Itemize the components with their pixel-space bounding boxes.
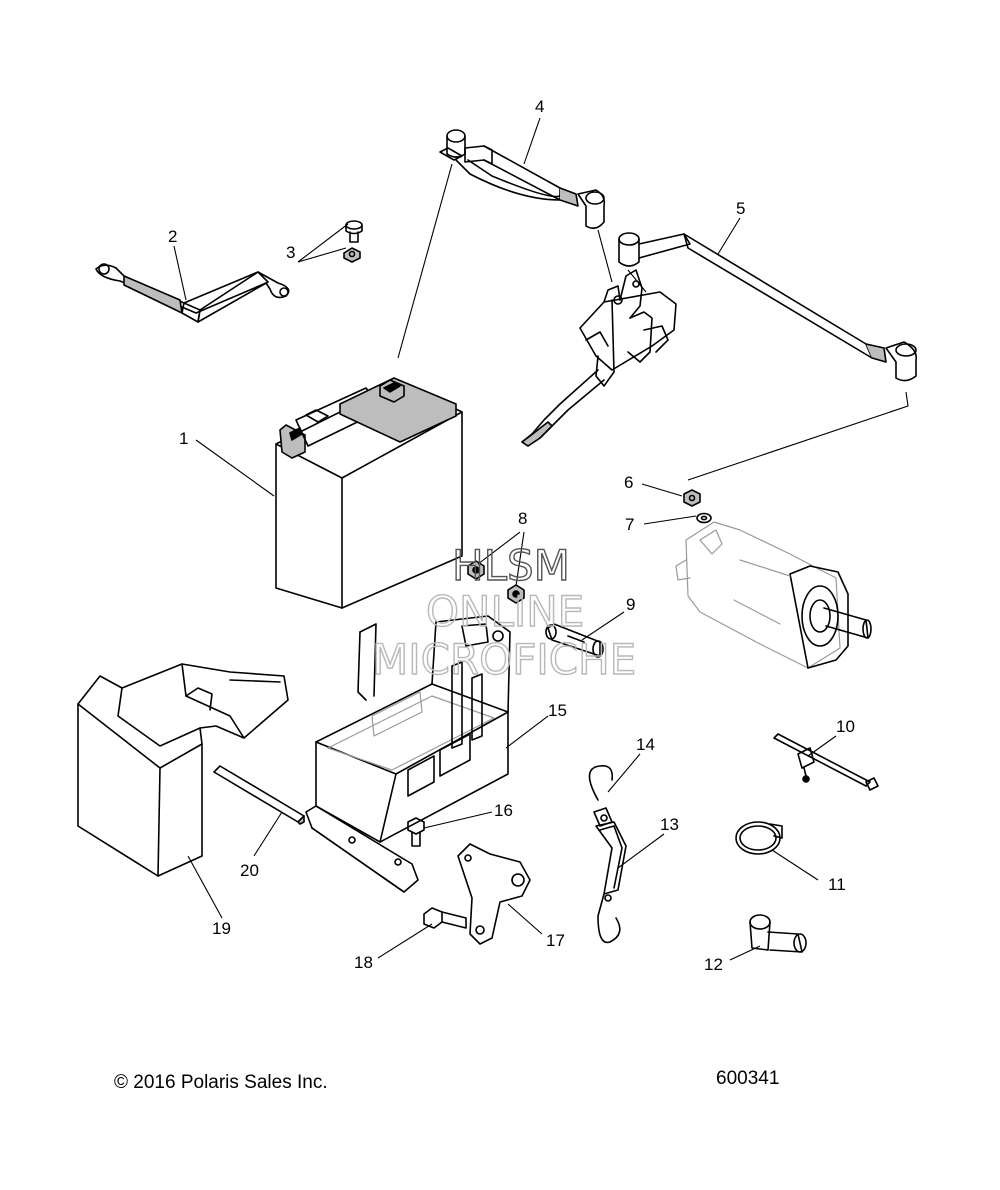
callout-8: 8 [518, 509, 527, 528]
callout-14: 14 [636, 735, 655, 754]
leader-5b [627, 269, 647, 293]
leader-5c [687, 391, 909, 481]
starter-motor [675, 521, 872, 669]
leader-10 [807, 735, 837, 757]
callout-2: 2 [168, 227, 177, 246]
leader-6 [641, 483, 683, 497]
callout-18: 18 [354, 953, 373, 972]
leader-4b [397, 163, 453, 359]
solenoid-assembly [521, 269, 677, 447]
callout-1: 1 [179, 429, 188, 448]
part-15-battery-tray [305, 615, 511, 893]
callout-5: 5 [736, 199, 745, 218]
watermark: HLSM ONLINE MICROFICHE [371, 540, 637, 684]
callout-15: 15 [548, 701, 567, 720]
callout-10: 10 [836, 717, 855, 736]
callout-20: 20 [240, 861, 259, 880]
leader-2 [173, 245, 187, 301]
leader-16 [423, 811, 493, 829]
part-17-bracket [457, 843, 531, 945]
part-11-clamp [735, 821, 783, 855]
part-7-washer [696, 512, 712, 524]
callout-11: 11 [828, 875, 846, 894]
callout-7: 7 [625, 515, 634, 534]
leader-15 [505, 715, 549, 749]
leader-11 [771, 849, 819, 881]
part-4-positive-cable [439, 129, 606, 230]
leader-20 [253, 811, 283, 857]
leader-4c [597, 229, 613, 283]
leader-7 [643, 515, 697, 525]
callout-3: 3 [286, 243, 295, 262]
part-20-strip [213, 765, 305, 825]
callout-labels: 1 2 3 4 5 6 7 8 9 10 11 12 13 14 15 16 1… [168, 97, 855, 974]
leader-lines [173, 117, 909, 961]
watermark-line-3: MICROFICHE [372, 635, 636, 684]
part-19-battery-cover [77, 663, 289, 877]
leader-8a [477, 531, 521, 565]
part-13-strap [595, 814, 627, 944]
part-1-battery [275, 377, 463, 609]
leader-5 [717, 217, 741, 255]
leader-3b [297, 247, 347, 263]
leader-14 [607, 753, 641, 793]
part-5-starter-cable [618, 232, 918, 382]
leader-9 [581, 611, 625, 641]
leader-17 [507, 903, 543, 935]
callout-16: 16 [494, 801, 513, 820]
part-12-boot [749, 914, 807, 953]
watermark-line-2: ONLINE [426, 587, 584, 636]
leader-12 [729, 945, 761, 961]
leader-1 [195, 439, 275, 497]
callout-6: 6 [624, 473, 633, 492]
part-16-bolt [407, 817, 425, 847]
part-2-battery-cable [95, 263, 290, 323]
part-18-bolt [423, 907, 467, 929]
leader-4 [523, 117, 541, 165]
part-6-nut [683, 489, 701, 507]
callout-19: 19 [212, 919, 231, 938]
leader-19 [187, 855, 223, 919]
diagram-number: 600341 [716, 1068, 780, 1089]
copyright-notice: © 2016 Polaris Sales Inc. [114, 1072, 328, 1093]
callout-12: 12 [704, 955, 723, 974]
leader-3a [297, 223, 349, 263]
part-9-pin [545, 623, 604, 658]
callout-13: 13 [660, 815, 679, 834]
leader-8b [515, 531, 525, 587]
callout-17: 17 [546, 931, 565, 950]
watermark-line-1: HLSM [452, 541, 570, 590]
part-10-cable-tie [773, 733, 879, 791]
callout-9: 9 [626, 595, 635, 614]
part-8-nuts [467, 560, 525, 604]
leader-13 [617, 833, 665, 869]
callout-4: 4 [535, 97, 544, 116]
leader-18 [377, 923, 433, 959]
part-3-bolt-and-nut [343, 220, 363, 263]
